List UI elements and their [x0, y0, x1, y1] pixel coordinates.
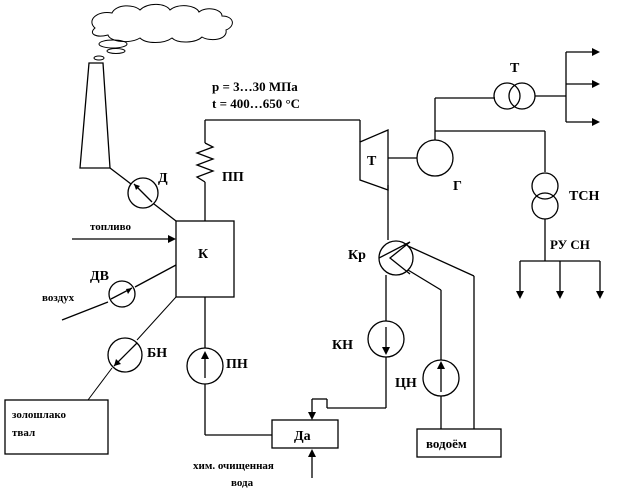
ash-dump: золошлако твал [4, 399, 109, 455]
turbine: Т [359, 129, 389, 191]
main-transformer-label: Т [510, 61, 520, 76]
ash-pump-label: БН [147, 346, 167, 361]
generator: Г [416, 139, 462, 194]
circulation-pump: ЦН [395, 359, 460, 397]
chem-water-input: хим. очищенная вода [193, 449, 316, 489]
water-reservoir: водоём [416, 428, 502, 458]
chem-water-label-1: хим. очищенная [193, 460, 274, 472]
power-output: Т [434, 48, 600, 140]
generator-label: Г [453, 179, 462, 194]
steam-line: ПП [195, 119, 361, 221]
smoke-fan: Д [109, 167, 177, 222]
ash-dump-label-1: золошлако [12, 409, 67, 421]
air-label: воздух [42, 292, 75, 304]
pressure-text: p = 3…30 МПа [212, 79, 298, 94]
circulation-pump-label: ЦН [395, 376, 417, 391]
condensate-line: КН [308, 275, 405, 420]
ash-pump: БН [87, 296, 177, 401]
smoke-cloud [91, 3, 233, 61]
smoke-fan-label: Д [158, 171, 168, 186]
deaerator-label: Да [294, 429, 311, 444]
water-reservoir-label: водоём [426, 436, 467, 451]
turbine-label: Т [367, 154, 377, 169]
own-needs-switchgear-label: РУ СН [550, 237, 590, 252]
feed-pump-label: ПН [226, 357, 248, 372]
condenser: Кр [348, 240, 414, 276]
ash-dump-label-2: твал [12, 427, 35, 439]
air-fan-label: ДВ [90, 269, 109, 284]
superheater-label: ПП [222, 170, 244, 185]
own-needs-branch: ТСН РУ СН [435, 130, 604, 299]
boiler-label: К [198, 247, 209, 262]
chimney [79, 62, 111, 169]
own-needs-transformer-label: ТСН [569, 189, 599, 204]
temperature-text: t = 400…650 °C [212, 96, 300, 111]
deaerator: Да [271, 419, 339, 449]
cooling-water-loop [407, 245, 475, 429]
fuel-label: топливо [90, 221, 131, 233]
air-fan: ДВ воздух [42, 264, 177, 321]
feed-water-line: ПН [186, 297, 272, 436]
condenser-label: Кр [348, 248, 366, 263]
chem-water-label-2: вода [231, 477, 254, 489]
fuel-input: топливо [72, 221, 176, 243]
condensate-pump-label: КН [332, 338, 353, 353]
boiler: К [175, 220, 235, 298]
